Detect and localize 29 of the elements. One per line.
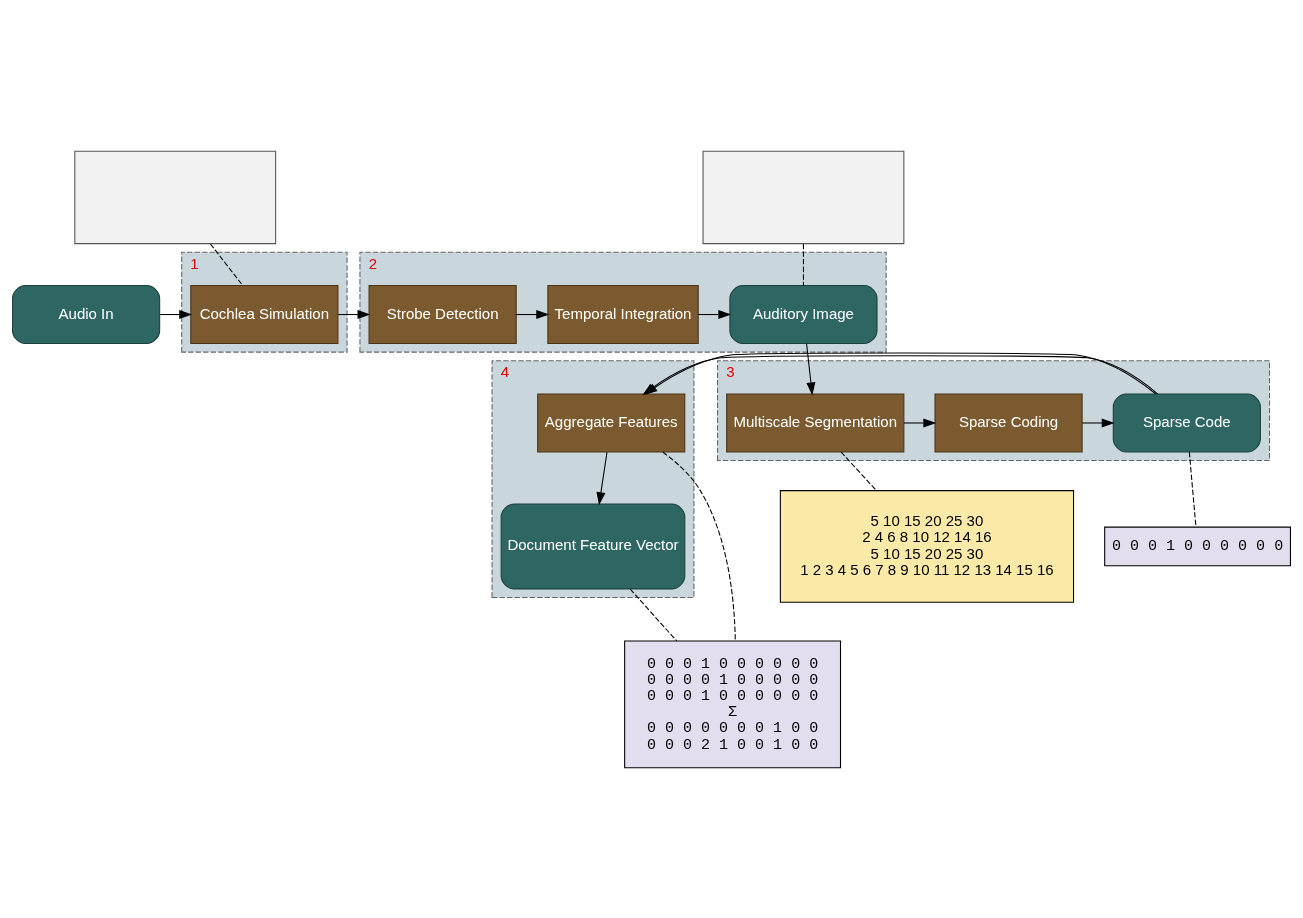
node-box: Document Feature Vector <box>500 503 686 589</box>
connector <box>840 451 877 491</box>
arrow <box>697 309 732 319</box>
arrow <box>515 309 550 319</box>
arrow <box>806 342 816 395</box>
node-box: 5 10 15 20 25 30 2 4 6 8 10 12 14 16 5 10 15 20 25 30 1 2 3 4 5 6 7 8 9 10 11 12 13 14 15 16 <box>779 489 1075 603</box>
connector <box>802 242 804 286</box>
arrow <box>596 451 608 505</box>
arrow <box>1081 417 1115 427</box>
connector <box>629 588 678 641</box>
node-box: Sparse Coding <box>934 392 1083 452</box>
arrow <box>159 309 193 319</box>
node-box: Auditory Image <box>729 284 878 344</box>
node-box: 0 0 0 1 0 0 0 0 0 0 <box>1104 526 1291 566</box>
node-box <box>702 150 905 244</box>
node-box: Multiscale Segmentation <box>726 392 905 452</box>
node-box: Aggregate Features <box>537 392 686 452</box>
arrow <box>903 417 937 427</box>
node-box: Temporal Integration <box>547 284 699 344</box>
node-box <box>74 150 277 244</box>
connector <box>662 451 736 641</box>
node-box: Strobe Detection <box>368 284 517 344</box>
node-box: Cochlea Simulation <box>190 284 339 344</box>
connector <box>1188 451 1197 527</box>
node-box: Sparse Code <box>1112 392 1261 452</box>
node-box: Audio In <box>12 284 161 344</box>
node-box: 0 0 0 1 0 0 0 0 0 0 0 0 0 0 1 0 0 0 0 0 0 0 0 1 0 0 0 0 0 0 Σ 0 0 0 0 0 0 0 1 0 0 0 0 0 2 1 0 0 1 0 0 <box>624 639 842 768</box>
arrow <box>337 309 371 319</box>
connector <box>209 242 243 286</box>
